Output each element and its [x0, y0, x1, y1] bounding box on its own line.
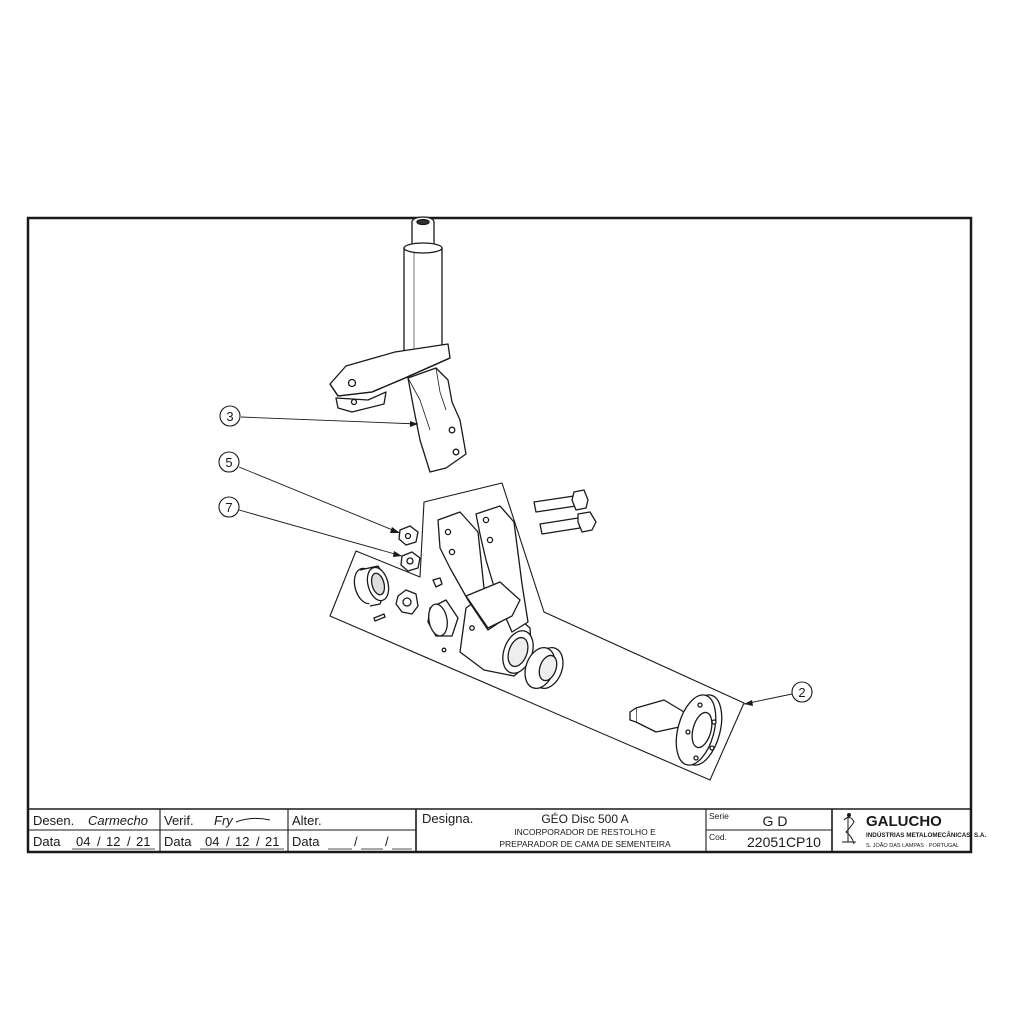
- callout-7: 7: [218, 496, 403, 557]
- bolts: [533, 489, 597, 535]
- svg-text:/: /: [226, 834, 230, 849]
- cod-label: Cod.: [709, 832, 727, 842]
- verif-date-label: Data: [164, 834, 192, 849]
- verif-date: 04 / 12 / 21: [200, 834, 284, 850]
- serie-value: G D: [763, 813, 788, 829]
- designa-label: Designa.: [422, 811, 473, 826]
- desen-signature: Carmecho: [88, 813, 148, 828]
- callout-2: 2: [743, 681, 813, 706]
- alter-date: / /: [328, 834, 412, 850]
- title-block: [28, 808, 971, 852]
- desen-date-month: 12: [106, 834, 120, 849]
- alter-label: Alter.: [292, 813, 322, 828]
- callout-5: 5: [218, 451, 401, 534]
- desen-date: 04 / 12 / 21: [72, 834, 155, 850]
- serie-label: Serie: [709, 811, 729, 821]
- part-3-pivot-arm: [329, 216, 467, 473]
- callout-2-label: 2: [798, 685, 805, 700]
- company-location: S. JOÃO DAS LAMPAS · PORTUGAL: [866, 842, 959, 849]
- verif-label: Verif.: [164, 813, 194, 828]
- product-name: GÉO Disc 500 A: [541, 811, 628, 826]
- verif-signature: Fry: [214, 813, 234, 828]
- verif-date-day: 04: [205, 834, 219, 849]
- desen-date-year: 21: [136, 834, 150, 849]
- part-5-nut: [398, 525, 419, 546]
- company-name: GALUCHO: [866, 813, 942, 830]
- description-line-1: INCORPORADOR DE RESTOLHO E: [514, 827, 656, 837]
- callout-3: 3: [219, 405, 419, 427]
- part-7-washer-nut: [400, 551, 421, 572]
- callout-7-label: 7: [225, 500, 232, 515]
- desen-date-day: 04: [76, 834, 90, 849]
- desen-date-label: Data: [33, 834, 61, 849]
- part-2-hub-assembly: [329, 482, 745, 781]
- galucho-logo: [842, 813, 856, 845]
- desen-label: Desen.: [33, 813, 74, 828]
- svg-text:/: /: [385, 834, 389, 849]
- verif-date-year: 21: [265, 834, 279, 849]
- cod-value: 22051CP10: [747, 834, 821, 850]
- svg-text:/: /: [127, 834, 131, 849]
- callout-3-label: 3: [226, 409, 233, 424]
- description-line-2: PREPARADOR DE CAMA DE SEMENTEIRA: [499, 839, 671, 849]
- drawing-frame: [26, 216, 973, 854]
- svg-text:/: /: [354, 834, 358, 849]
- verif-date-month: 12: [235, 834, 249, 849]
- svg-text:/: /: [97, 834, 101, 849]
- svg-text:/: /: [256, 834, 260, 849]
- company-subtitle: INDÚSTRIAS METALOMECÂNICAS, S.A.: [866, 830, 986, 839]
- callout-5-label: 5: [225, 455, 232, 470]
- alter-date-label: Data: [292, 834, 320, 849]
